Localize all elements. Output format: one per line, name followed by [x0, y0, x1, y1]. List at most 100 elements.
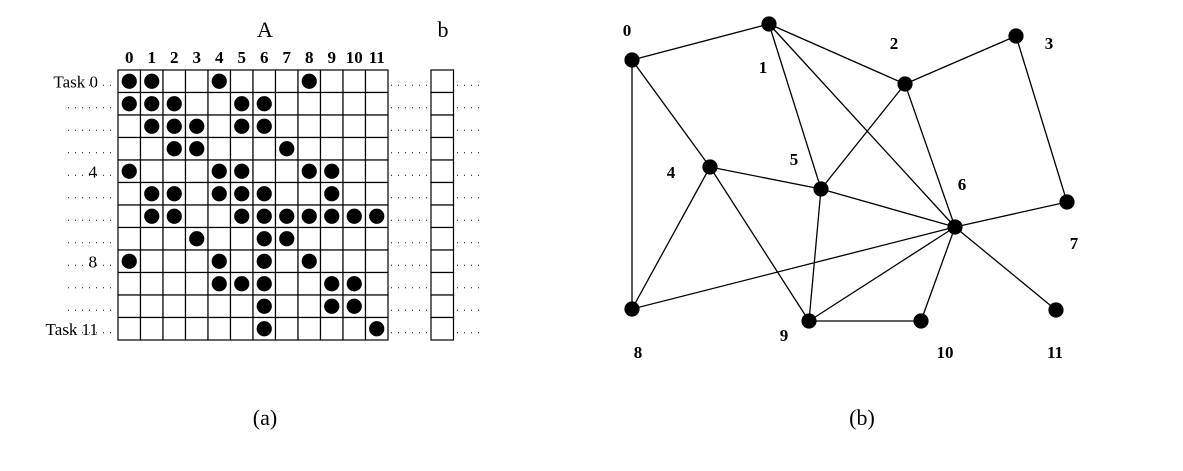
- matrix-cell: [229, 136, 254, 161]
- nonzero-dot: [211, 253, 227, 269]
- vector-b: [430, 69, 455, 341]
- matrix-cell: [274, 181, 299, 206]
- column-label: 10: [346, 48, 363, 67]
- matrix-cell: [364, 69, 389, 94]
- nonzero-dot: [211, 186, 227, 202]
- graph-edge: [808, 188, 822, 322]
- nonzero-dot: [144, 73, 160, 89]
- matrix-cell: [297, 316, 322, 341]
- matrix-cell: [297, 91, 322, 116]
- matrix-cell: [342, 226, 367, 251]
- graph-edge: [631, 59, 711, 168]
- column-label: 3: [193, 48, 202, 67]
- nonzero-dot: [279, 208, 295, 224]
- nonzero-dot: [301, 163, 317, 179]
- nonzero-dot: [256, 321, 272, 337]
- matrix-cell: [162, 249, 187, 274]
- graph-node: [1048, 302, 1064, 318]
- matrix-cell: [229, 316, 254, 341]
- matrix-cell: [274, 91, 299, 116]
- graph-node: [897, 76, 913, 92]
- nonzero-dot: [144, 208, 160, 224]
- nonzero-dot: [166, 96, 182, 112]
- nonzero-dot: [279, 141, 295, 157]
- vector-cell: [430, 249, 455, 274]
- nonzero-dot: [121, 96, 137, 112]
- matrix-cell: [229, 69, 254, 94]
- matrix-cell: [364, 249, 389, 274]
- matrix-cell: [162, 226, 187, 251]
- column-label: 2: [170, 48, 179, 67]
- matrix-cell: [342, 91, 367, 116]
- graph-node-label: 4: [667, 163, 676, 182]
- matrix-cell: [297, 271, 322, 296]
- matrix-cell: [139, 226, 164, 251]
- matrix-cell: [162, 159, 187, 184]
- vector-cell: [430, 69, 455, 94]
- vector-cell: [430, 271, 455, 296]
- nonzero-dot: [279, 231, 295, 247]
- matrix-cell: [274, 69, 299, 94]
- matrix-cell: [139, 271, 164, 296]
- nonzero-dot: [301, 208, 317, 224]
- vector-cell: [430, 181, 455, 206]
- matrix-cell: [139, 136, 164, 161]
- nonzero-dot: [234, 276, 250, 292]
- row-label: 8: [89, 252, 98, 271]
- nonzero-dot: [121, 73, 137, 89]
- vector-cell: [430, 226, 455, 251]
- graph-edge: [954, 226, 1057, 311]
- matrix-cell: [139, 294, 164, 319]
- matrix-cell: [297, 181, 322, 206]
- column-label: 5: [238, 48, 247, 67]
- matrix-cell: [162, 69, 187, 94]
- column-label: 1: [148, 48, 157, 67]
- matrix-cell: [207, 294, 232, 319]
- matrix-cell: [364, 159, 389, 184]
- nonzero-dot: [301, 253, 317, 269]
- nonzero-dot: [369, 208, 385, 224]
- matrix-cell: [364, 271, 389, 296]
- nonzero-dot: [301, 73, 317, 89]
- matrix-cell: [117, 294, 142, 319]
- graph-edge: [904, 83, 956, 228]
- nonzero-dot: [346, 298, 362, 314]
- nonzero-dot: [166, 208, 182, 224]
- graph-edge: [808, 226, 956, 322]
- nonzero-dot: [234, 96, 250, 112]
- nonzero-dot: [369, 321, 385, 337]
- matrix-grid: [117, 69, 389, 341]
- matrix-cell: [184, 159, 209, 184]
- vector-cell: [430, 294, 455, 319]
- matrix-cell: [184, 249, 209, 274]
- matrix-cell: [139, 159, 164, 184]
- dotted-guides: [68, 84, 484, 334]
- nonzero-dot: [324, 186, 340, 202]
- graph-edge: [820, 83, 906, 190]
- matrix-cell: [184, 181, 209, 206]
- graph-node: [624, 301, 640, 317]
- graph-edge: [631, 23, 770, 61]
- graph-node-label: 6: [958, 175, 967, 194]
- graph-edge: [768, 23, 906, 85]
- matrix-cell: [364, 114, 389, 139]
- matrix-cell: [297, 294, 322, 319]
- column-label: 0: [125, 48, 134, 67]
- nonzero-dot: [256, 231, 272, 247]
- matrix-cell: [274, 271, 299, 296]
- nonzero-dot: [189, 141, 205, 157]
- matrix-cell: [274, 294, 299, 319]
- matrix-cell: [297, 114, 322, 139]
- matrix-cell: [319, 249, 344, 274]
- vector-cell: [430, 316, 455, 341]
- matrix-cell: [319, 69, 344, 94]
- matrix-cell: [364, 181, 389, 206]
- matrix-cell: [342, 249, 367, 274]
- graph-node: [702, 159, 718, 175]
- matrix-cell: [319, 316, 344, 341]
- graph-edge: [954, 201, 1068, 228]
- graph-node-label: 8: [634, 343, 643, 362]
- matrix-cell: [184, 69, 209, 94]
